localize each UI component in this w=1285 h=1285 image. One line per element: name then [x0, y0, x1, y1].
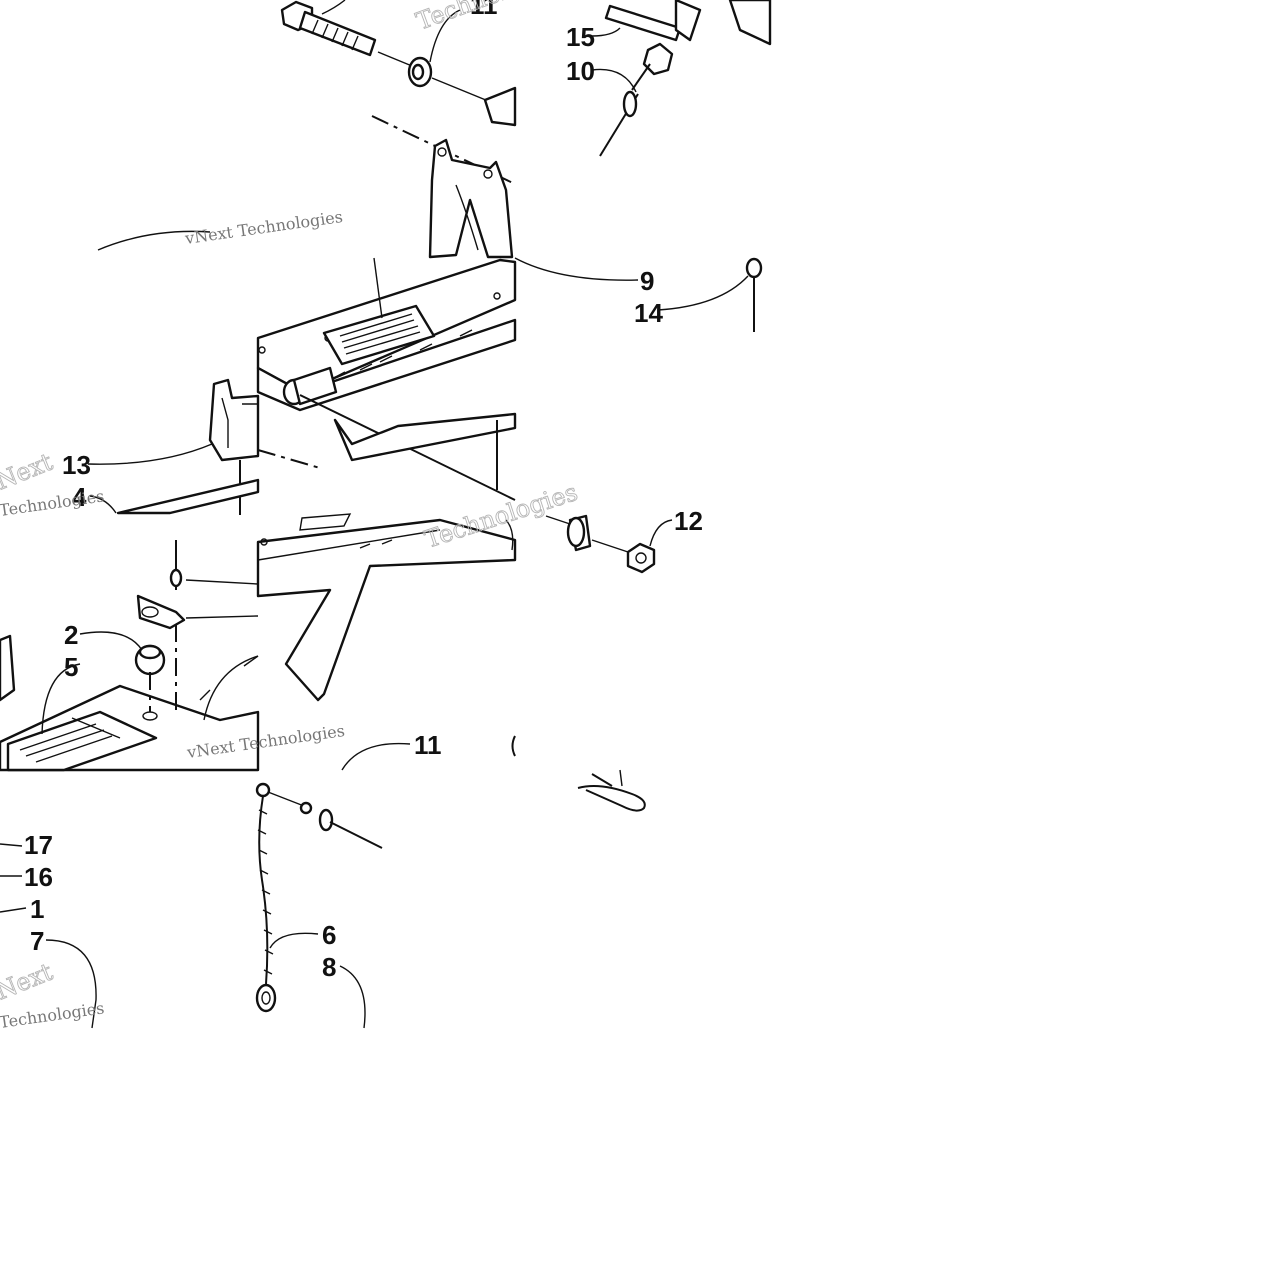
hinge-bolt	[280, 0, 377, 57]
leader-box	[203, 655, 259, 721]
axis-right-b	[591, 539, 629, 553]
box-side-rib	[333, 412, 517, 462]
hinge-bracket	[428, 138, 514, 259]
leader-17	[0, 843, 23, 847]
leader-decal-top	[373, 257, 383, 319]
leader-plate	[185, 615, 259, 619]
bushing-right	[566, 514, 592, 552]
decal-corner	[299, 513, 352, 531]
leader-2	[79, 631, 143, 651]
grommet	[134, 644, 166, 676]
rivet-11	[299, 801, 383, 849]
callout-5: 5	[64, 652, 78, 682]
callout-6: 6	[322, 920, 336, 950]
callout-9: 9	[640, 266, 654, 296]
callout-7: 7	[30, 926, 44, 956]
hair-pin-clip	[577, 769, 646, 812]
callout-13: 13	[62, 450, 91, 480]
lock-nut	[626, 542, 656, 574]
warning-decal-box	[6, 710, 158, 772]
leader-7	[45, 939, 97, 1029]
callout-2: 2	[64, 620, 78, 650]
callout-16: 16	[24, 862, 53, 892]
callout-11-top: 11	[470, 0, 498, 20]
box-brace	[256, 518, 517, 702]
leader-15	[591, 27, 621, 37]
callout-1: 1	[30, 894, 44, 924]
callout-8: 8	[322, 952, 336, 982]
lid-hinge-tube	[282, 366, 338, 406]
callout-17: 17	[24, 830, 53, 860]
leader-9	[514, 257, 639, 281]
leader-6	[269, 932, 319, 949]
leader-8	[339, 965, 366, 1029]
leader-11-lower	[341, 742, 411, 771]
tether-cable	[255, 782, 277, 1013]
hinge-tube	[483, 86, 517, 127]
rivet-top	[599, 63, 651, 157]
brace-stitch	[257, 529, 441, 561]
watermark-word-2: Technologies	[0, 998, 105, 1032]
leader-4	[89, 495, 117, 514]
rivet-plate	[169, 540, 183, 590]
warning-decal-lid	[322, 304, 436, 366]
watermark-short-1: Next	[0, 448, 57, 496]
leader-1	[0, 907, 27, 913]
leader-13	[87, 443, 213, 465]
leader-5	[41, 663, 81, 735]
bolt-axis-line	[377, 51, 413, 67]
edge-arc	[511, 735, 516, 757]
cable-axis-line	[267, 791, 305, 807]
mounting-plate	[136, 594, 186, 630]
callout-11-lower: 11	[414, 730, 442, 760]
center-line-mid	[257, 449, 321, 469]
push-nut	[642, 42, 674, 76]
leader-rivet-plate	[185, 579, 259, 585]
leader-3	[97, 230, 211, 251]
leader-10	[591, 68, 637, 93]
bushing-top	[407, 9, 461, 88]
leader-14	[657, 275, 749, 311]
bushing-edge	[505, 519, 514, 551]
rivet-hole-lower	[260, 538, 268, 546]
callout-15: 15	[566, 22, 595, 52]
callout-10: 10	[566, 56, 595, 86]
rivet-14	[745, 257, 763, 332]
callout-12: 12	[674, 506, 703, 536]
watermark-brand-1: vNext Technologies	[183, 207, 344, 248]
axis-right-a	[545, 515, 571, 525]
watermark-short-2: Next	[0, 958, 57, 1006]
leader-12	[649, 519, 673, 547]
strap-bracket	[604, 0, 772, 46]
watermark-word-1: Technologies	[0, 486, 105, 520]
callout-14: 14	[634, 298, 663, 328]
box-edge-mid	[116, 478, 260, 515]
callout-4: 4	[72, 482, 87, 512]
